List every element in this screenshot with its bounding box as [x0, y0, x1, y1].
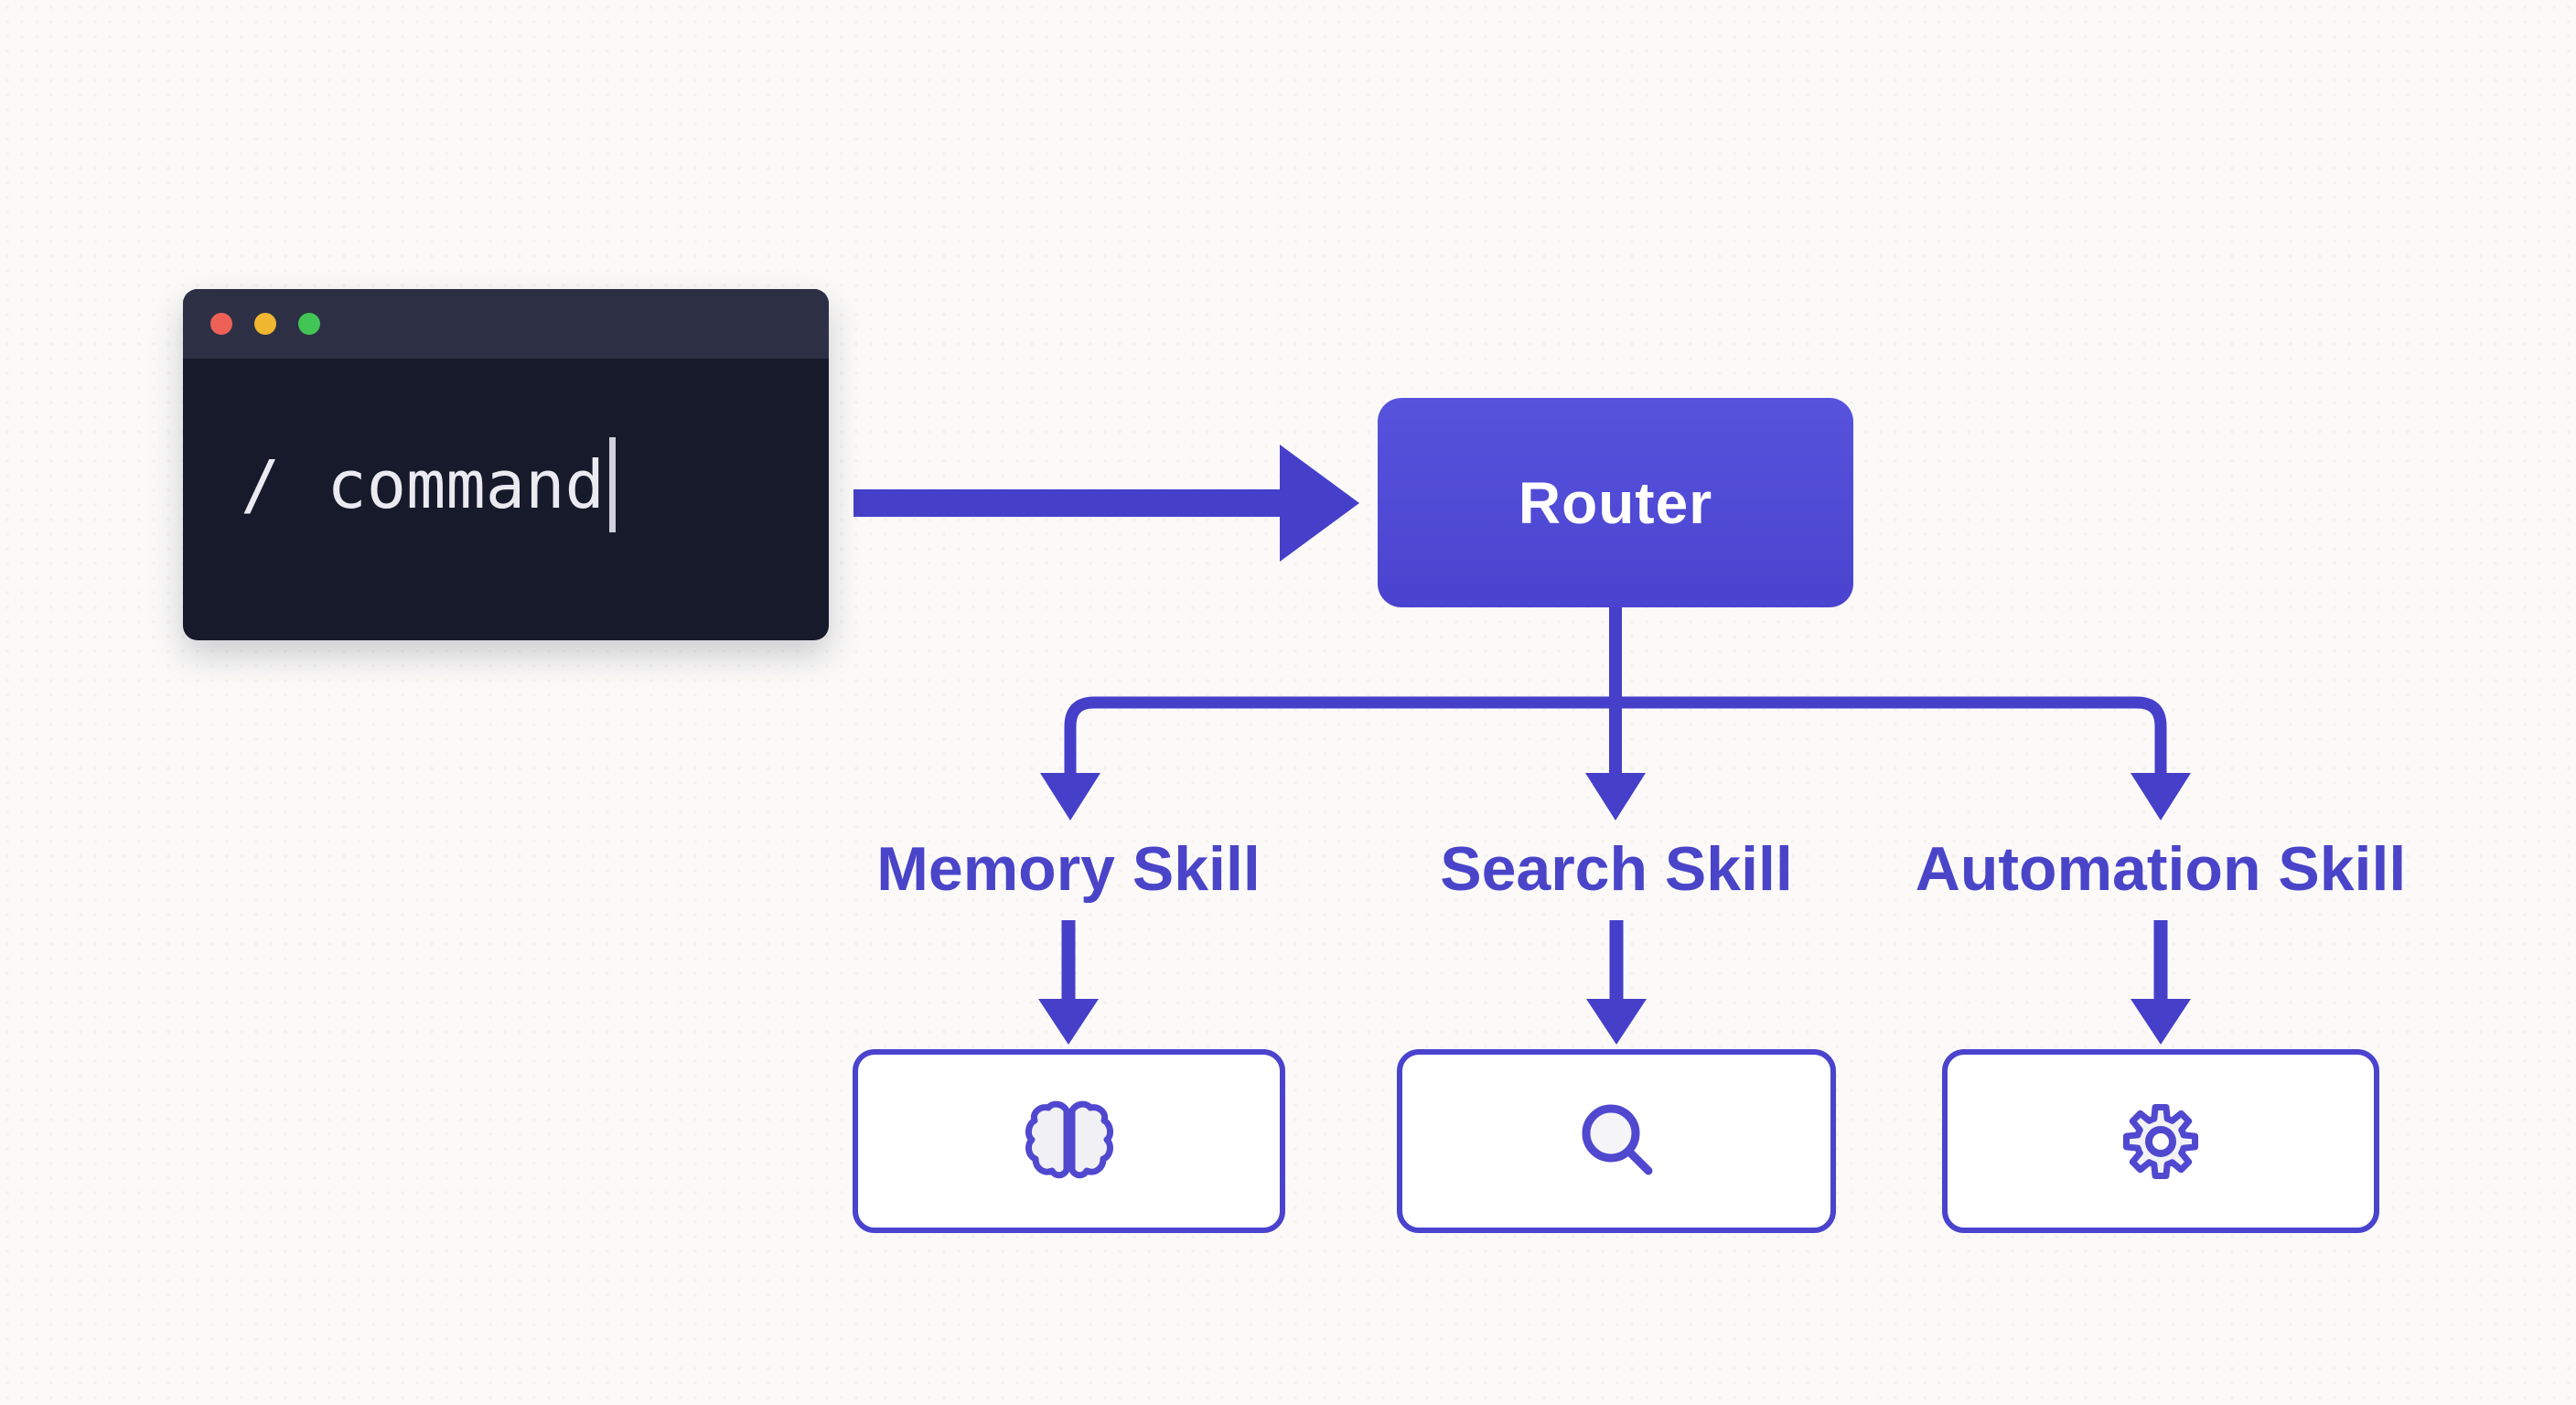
arrowhead-to-search	[1585, 773, 1646, 820]
minimize-button[interactable]	[254, 313, 276, 335]
automation-skill-label: Automation Skill	[1915, 834, 2407, 904]
command-input[interactable]: / command	[241, 430, 810, 540]
search-icon	[1582, 1104, 1653, 1174]
router-branch-connector	[1040, 604, 2191, 820]
terminal-titlebar	[183, 289, 829, 359]
arrowhead-to-automation	[2131, 773, 2191, 820]
router-node: Router	[1378, 398, 1853, 607]
automation-skill-box	[1942, 1049, 2379, 1233]
maximize-button[interactable]	[298, 313, 320, 335]
router-label: Router	[1518, 469, 1713, 536]
memory-skill-label: Memory Skill	[876, 834, 1261, 904]
search-skill-label: Search Skill	[1440, 834, 1793, 904]
label-to-box-arrows	[1038, 920, 2191, 1045]
close-button[interactable]	[210, 313, 232, 335]
gear-icon	[2122, 1103, 2199, 1179]
arrowhead-to-memory	[1040, 773, 1100, 820]
prompt-symbol: /	[241, 446, 281, 523]
memory-skill-box	[853, 1049, 1285, 1233]
search-skill-box	[1397, 1049, 1836, 1233]
command-text: command	[327, 446, 605, 523]
brain-icon	[1025, 1100, 1113, 1178]
text-cursor-icon	[608, 437, 616, 532]
terminal-window: / command	[183, 289, 829, 640]
terminal-to-router-arrow	[853, 445, 1359, 562]
